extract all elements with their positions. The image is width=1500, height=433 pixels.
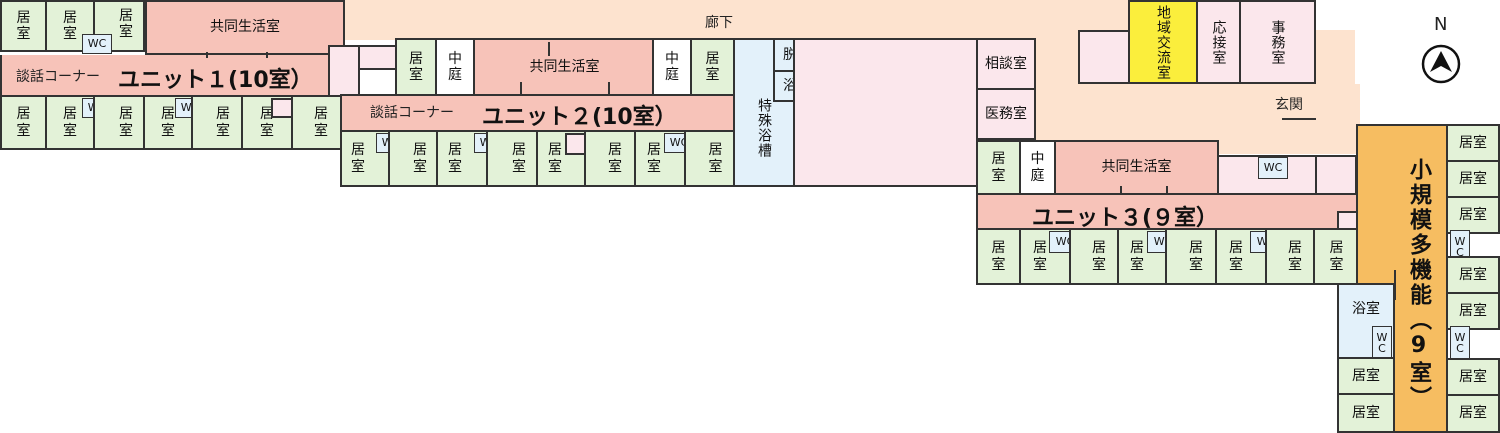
unit3-lounge [976,193,1360,230]
entrance-door [1282,118,1316,120]
common-room-label: 共同生活室 [529,58,600,75]
link-room [358,45,398,70]
room[interactable]: 居 室 [486,130,538,187]
room[interactable]: 居 室 [684,130,735,187]
office: 事務室 [1239,0,1316,84]
room[interactable]: 居 室 [584,130,636,187]
door-mark [206,52,208,58]
unit2-lounge-label: 談話コーナー [370,105,454,121]
unit3-title: ユニット３(９室） [1032,206,1219,231]
room[interactable]: 居 室 [388,130,438,187]
unit1-lounge [0,55,345,97]
wc[interactable]: W C [1450,326,1470,360]
room[interactable]: 居 室 [1265,228,1315,285]
room-horizontal[interactable]: 居室 [1446,160,1500,198]
room[interactable]: 居 室 [0,95,47,150]
corridor-label: 廊下 [705,15,733,31]
room[interactable]: 居 室 [340,130,390,187]
special-bath-label: 特殊浴槽 [756,97,773,158]
room[interactable]: 居 室 [976,228,1021,285]
unit1-lounge-label: 談話コーナー [16,69,100,85]
courtyard: 中 庭 [652,38,692,96]
courtyard: 中 庭 [435,38,475,96]
door-mark [548,42,550,56]
hall [793,38,978,187]
community-room: 地域交流室 [1128,0,1198,84]
room[interactable]: 居 室 [1019,228,1071,285]
compass-north-label: N [1434,14,1448,35]
room-horizontal[interactable]: 居室 [1446,358,1500,396]
room[interactable]: 居 室 [395,38,437,96]
room[interactable]: 居 室 [1313,228,1360,285]
room[interactable]: 居 室 [191,95,243,150]
unit3-common-room: 共同生活室 [1054,140,1219,195]
consult-room: 相談室 [976,38,1036,90]
room[interactable]: 居 室 [1069,228,1119,285]
link-room [328,45,360,97]
room[interactable]: 居 室 [976,140,1021,195]
room-horizontal[interactable]: 居室 [1446,292,1500,330]
door-mark [266,52,268,58]
room[interactable]: 居 室 [93,0,145,52]
room-horizontal[interactable]: 居室 [1446,124,1500,162]
wc[interactable]: W C [1372,326,1392,360]
room[interactable]: 居 室 [690,38,735,96]
unit2-title: ユニット２(10室） [482,105,677,130]
corridor-entrance [1200,84,1360,154]
wc[interactable]: WC [1258,157,1288,179]
unit1-title: ユニット１(10室） [118,68,313,93]
door-mark [520,82,522,96]
medical-room: 医務室 [976,88,1036,140]
door-mark [608,82,610,96]
door-mark [1120,186,1122,194]
common-room-label: 共同生活室 [210,19,280,36]
room-horizontal[interactable]: 居室 [1446,394,1500,433]
wc[interactable]: WC [82,34,112,54]
compass-icon [1421,44,1461,84]
room[interactable]: 居 室 [1165,228,1217,285]
room-horizontal[interactable]: 居室 [1446,196,1500,234]
entrance-label: 玄関 [1275,97,1303,113]
small-scale-title: 小規模多機能（9室） [1406,158,1431,411]
room-horizontal[interactable]: 居室 [1337,393,1395,433]
unit1-common-room: 共同生活室 [145,0,345,55]
unit2-common-room: 共同生活室 [472,38,657,96]
courtyard: 中 庭 [1019,140,1056,195]
reception-room: 応接室 [1196,0,1241,84]
room[interactable]: 居 室 [93,95,145,150]
room-horizontal[interactable]: 居室 [1337,357,1395,395]
room-horizontal[interactable]: 居室 [1446,256,1500,294]
room[interactable]: 居 室 [291,95,345,150]
corridor-main [340,0,1140,40]
door-mark [1166,186,1168,194]
room[interactable]: 居 室 [0,0,47,52]
unit3-room [1315,155,1357,195]
